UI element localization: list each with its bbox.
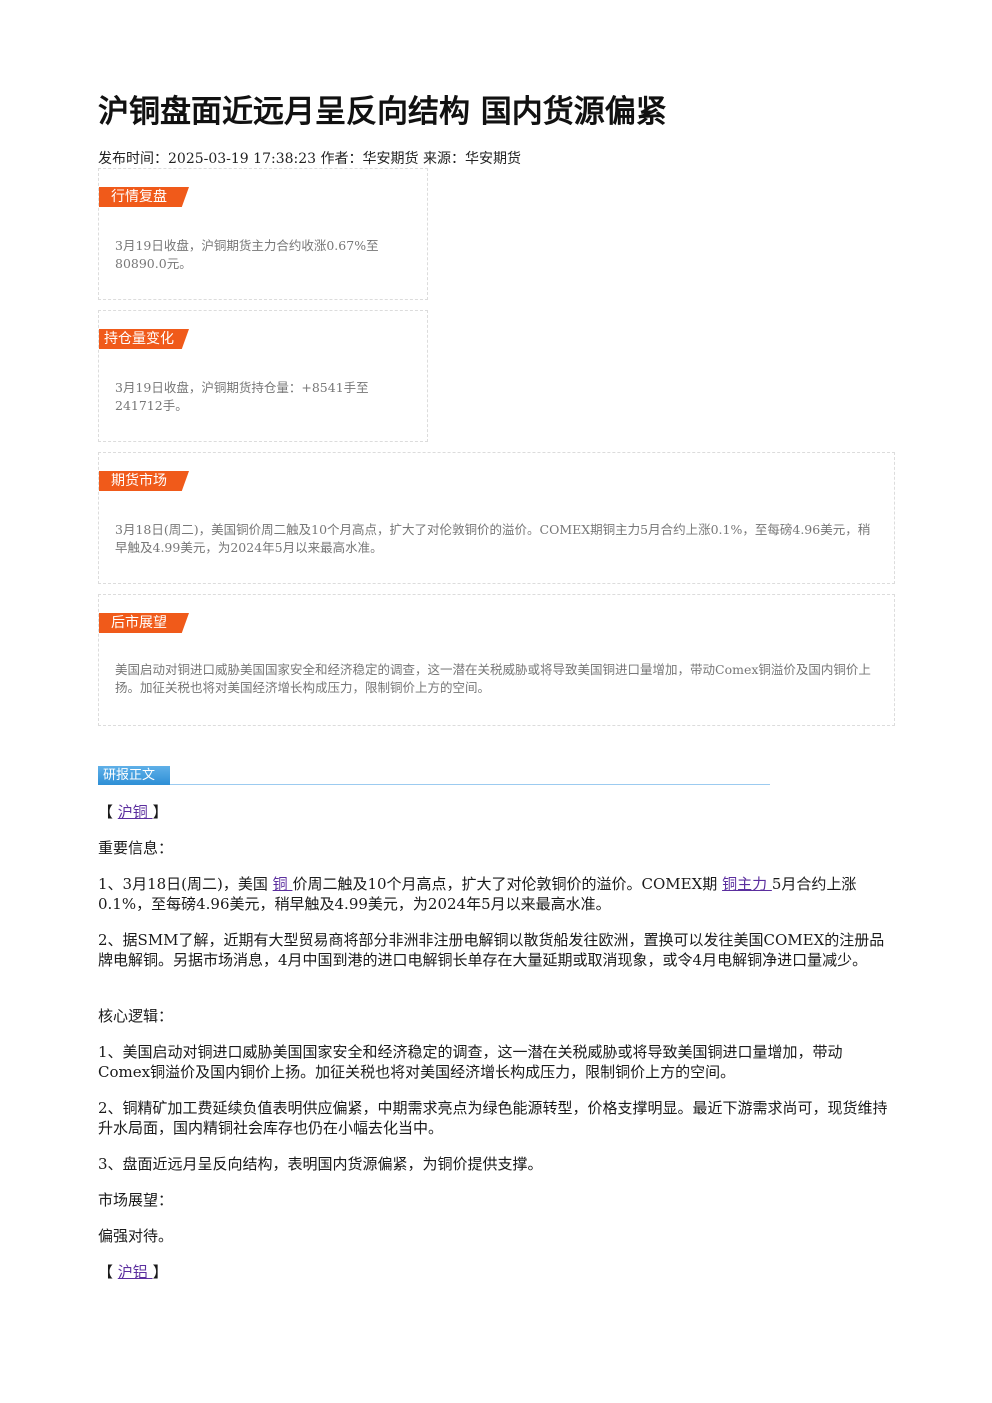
aluminum-link[interactable]: 沪铝: [117, 1263, 153, 1281]
market-outlook-text: 偏强对待。: [98, 1227, 174, 1245]
summary-card-market-review: 行情复盘 3月19日收盘，沪铜期货主力合约收涨0.67%至80890.0元。: [98, 168, 428, 300]
report-body-tag: 研报正文: [98, 766, 170, 785]
card-text: 3月19日收盘，沪铜期货主力合约收涨0.67%至80890.0元。: [115, 238, 379, 271]
header-divider: [170, 784, 770, 785]
copper-link[interactable]: 沪铜: [117, 803, 153, 821]
report-body-header: 研报正文: [98, 766, 770, 786]
logic-paragraph-2: 2、铜精矿加工费延续负值表明供应偏紧，中期需求亮点为绿色能源转型，价格支撑明显。…: [98, 1099, 888, 1137]
info-paragraph-2: 2、据SMM了解，近期有大型贸易商将部分非洲非注册电解铜以散货船发往欧洲，置换可…: [98, 931, 885, 969]
card-tag: 后市展望: [99, 613, 189, 633]
logic-paragraph-1: 1、美国启动对铜进口威胁美国国家安全和经济稳定的调查，这一潜在关税威胁或将导致美…: [98, 1043, 843, 1081]
market-outlook-label: 市场展望：: [98, 1191, 174, 1209]
publish-meta: 发布时间：2025-03-19 17:38:23 作者：华安期货 来源：华安期货: [98, 151, 521, 167]
card-tag: 持仓量变化: [99, 329, 189, 349]
summary-card-outlook: 后市展望 美国启动对铜进口威胁美国国家安全和经济稳定的调查，这一潜在关税威胁或将…: [98, 594, 895, 726]
card-tag: 行情复盘: [99, 187, 189, 207]
card-text: 美国启动对铜进口威胁美国国家安全和经济稳定的调查，这一潜在关税威胁或将导致美国铜…: [115, 662, 871, 695]
summary-card-futures-market: 期货市场 3月18日(周二)，美国铜价周二触及10个月高点，扩大了对伦敦铜价的溢…: [98, 452, 895, 584]
card-tag: 期货市场: [99, 471, 189, 491]
section-heading-aluminum: 【 沪铝 】: [98, 1263, 168, 1281]
section-heading-copper: 【 沪铜 】: [98, 803, 168, 821]
important-info-label: 重要信息：: [98, 839, 174, 857]
page-title: 沪铜盘面近远月呈反向结构 国内货源偏紧: [98, 94, 667, 130]
core-logic-label: 核心逻辑：: [98, 1007, 174, 1025]
card-text: 3月18日(周二)，美国铜价周二触及10个月高点，扩大了对伦敦铜价的溢价。COM…: [115, 522, 871, 555]
copper-main-contract-link[interactable]: 铜主力: [722, 875, 772, 893]
summary-card-open-interest: 持仓量变化 3月19日收盘，沪铜期货持仓量：+8541手至241712手。: [98, 310, 428, 442]
info-paragraph-1: 1、3月18日(周二)，美国 铜 价周二触及10个月高点，扩大了对伦敦铜价的溢价…: [98, 875, 857, 913]
copper-price-link[interactable]: 铜: [272, 875, 293, 893]
card-text: 3月19日收盘，沪铜期货持仓量：+8541手至241712手。: [115, 380, 369, 413]
logic-paragraph-3: 3、盘面近远月呈反向结构，表明国内货源偏紧，为铜价提供支撑。: [98, 1155, 543, 1173]
